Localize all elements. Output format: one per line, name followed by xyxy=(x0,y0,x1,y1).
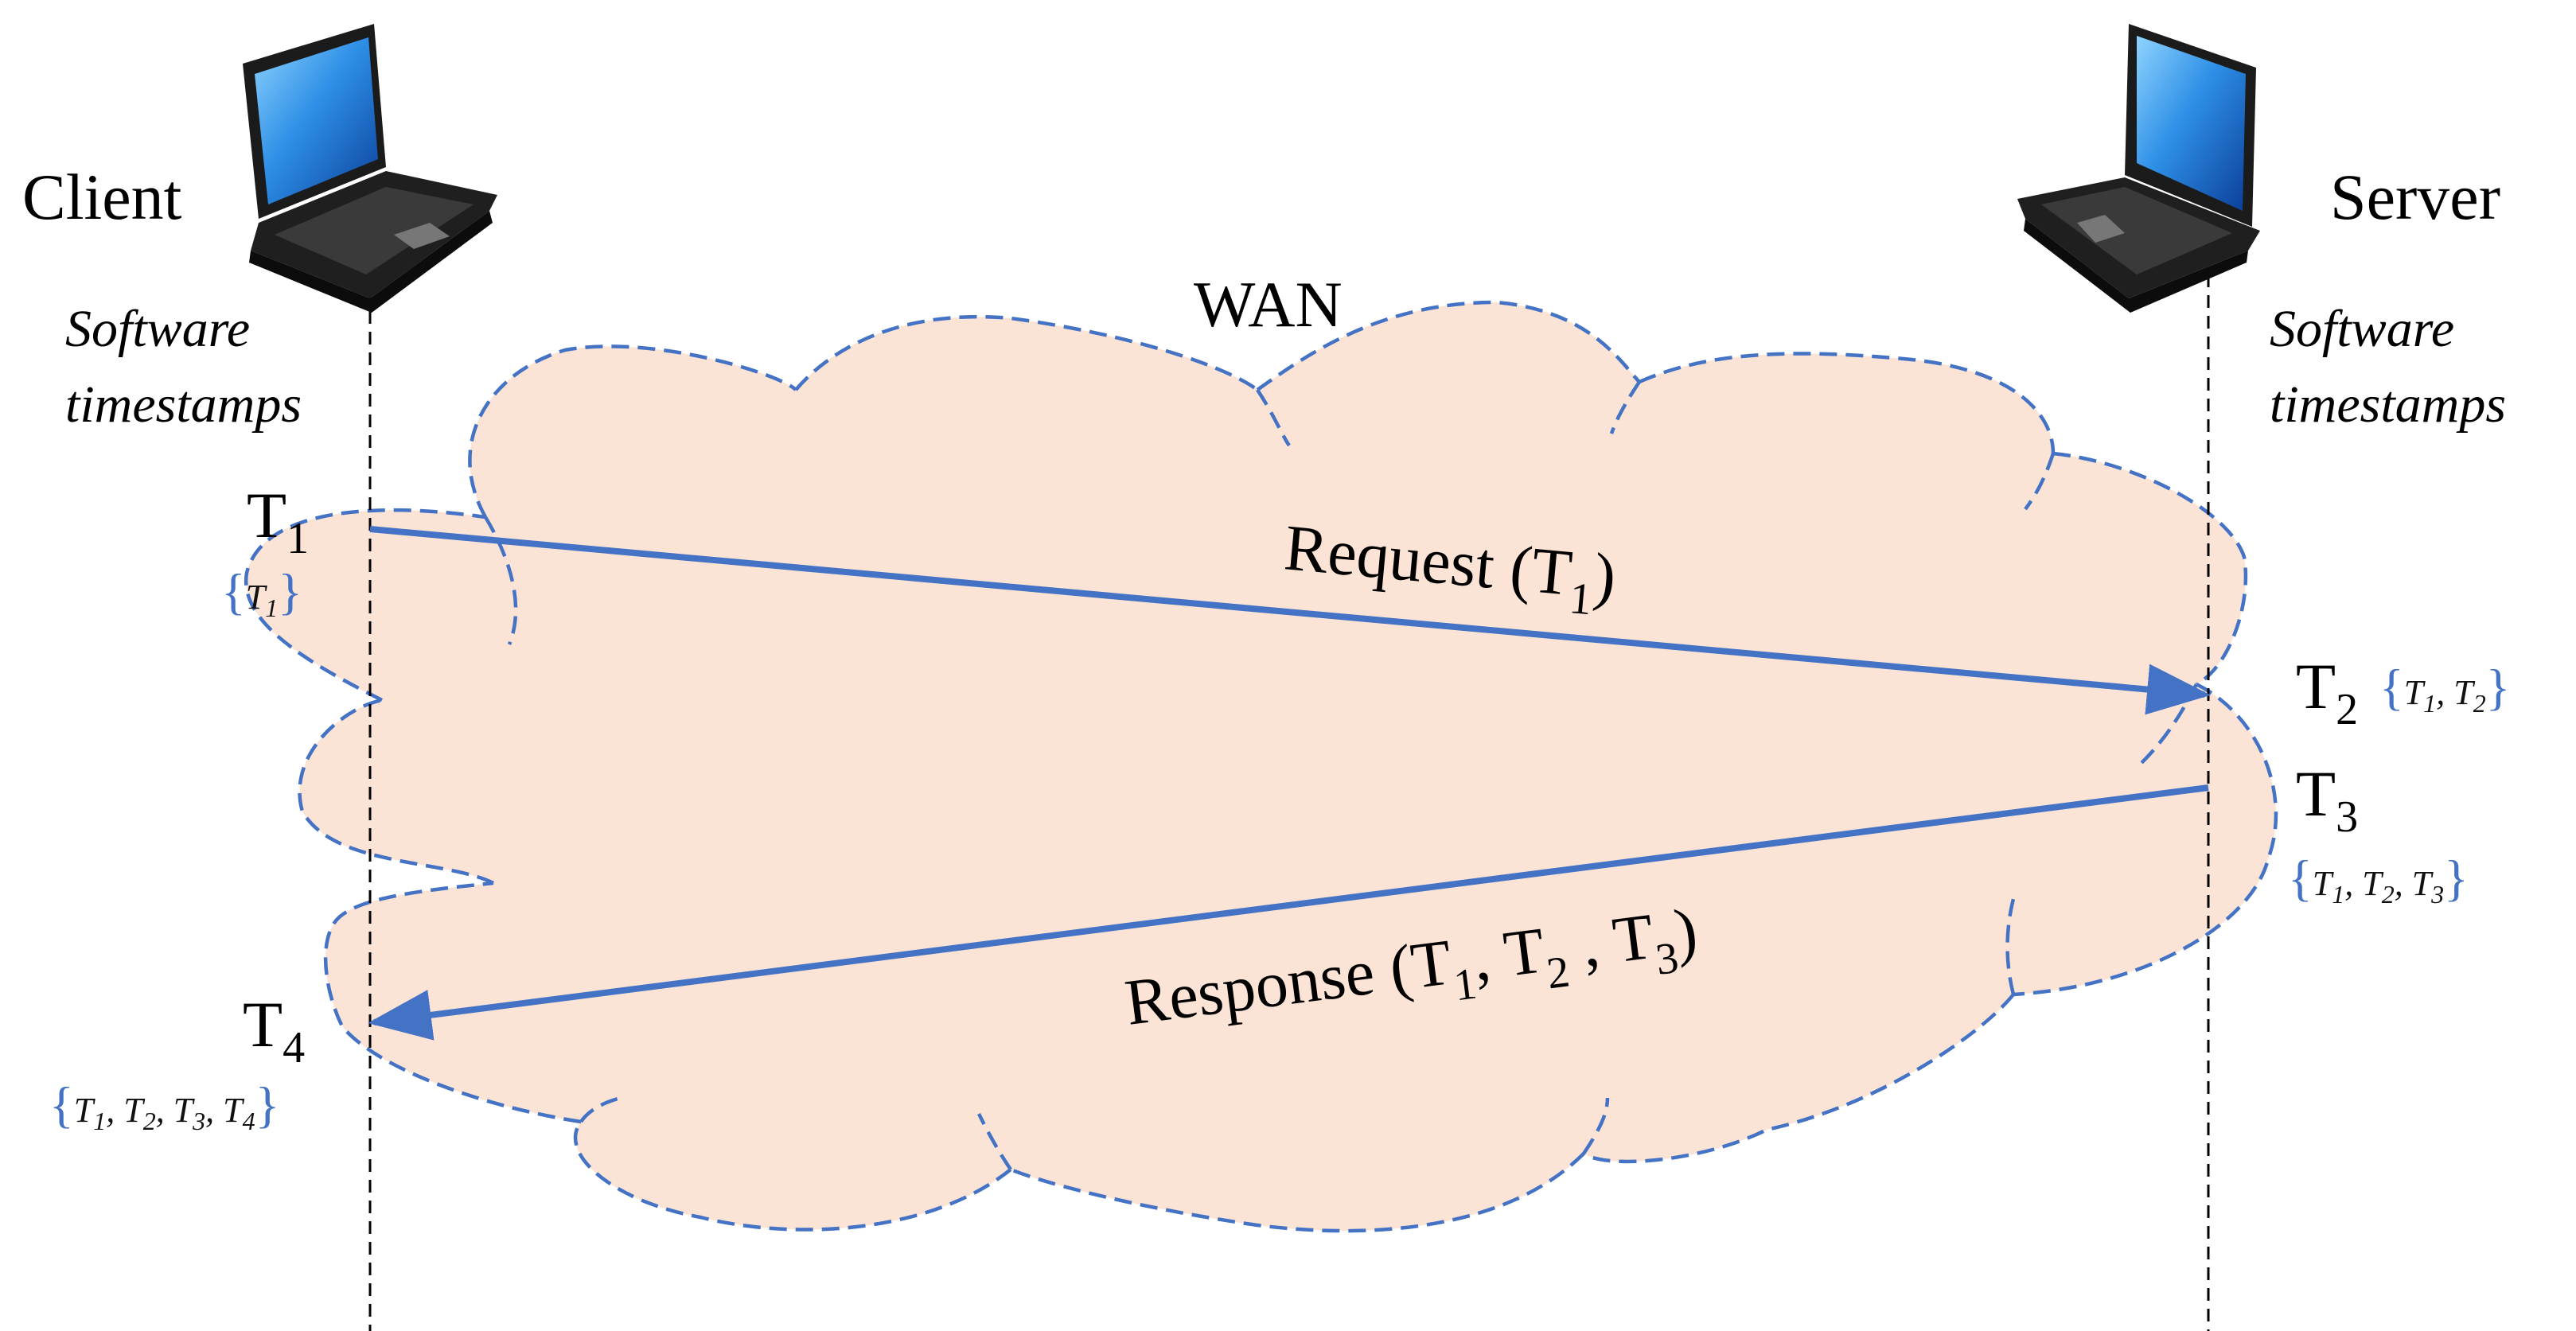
set-item: T xyxy=(2412,864,2434,903)
set-item-sub: 2 xyxy=(143,1107,156,1135)
set-separator: , xyxy=(2436,673,2453,712)
t1-timestamp-set: {T1} xyxy=(221,563,302,622)
brace-close: } xyxy=(255,1076,280,1133)
set-separator: , xyxy=(2395,864,2412,903)
t4-timestamp-set: {T1, T2, T3, T4} xyxy=(49,1076,279,1135)
brace-open: { xyxy=(2288,850,2313,906)
server-timestamps-line1: Software xyxy=(2270,300,2454,358)
set-item: T xyxy=(123,1091,146,1130)
client-timestamps-line2: timestamps xyxy=(65,376,302,434)
t3-label: T3 xyxy=(2296,757,2358,842)
t2-timestamp-set: {T1, T2} xyxy=(2379,659,2510,718)
wan-cloud xyxy=(244,300,2278,1233)
client-label: Client xyxy=(22,161,182,233)
request-arrow xyxy=(369,526,2211,715)
set-item-sub: 2 xyxy=(2473,689,2486,718)
brace-open: { xyxy=(49,1076,74,1133)
server-label: Server xyxy=(2330,161,2500,233)
brace-open: { xyxy=(2379,659,2404,715)
t3-timestamp-set: {T1, T2, T3} xyxy=(2288,850,2469,909)
set-separator: , xyxy=(106,1091,123,1130)
set-item: T xyxy=(246,578,268,617)
t4-label: T4 xyxy=(243,988,305,1072)
set-item: T xyxy=(223,1091,245,1130)
set-item-sub: 2 xyxy=(2382,880,2395,909)
cloud-outline xyxy=(244,300,2278,1233)
brace-open: { xyxy=(221,563,246,620)
cloud-shape xyxy=(246,302,2276,1232)
set-separator: , xyxy=(205,1091,223,1130)
t1-label: T1 xyxy=(247,479,309,563)
set-item-sub: 3 xyxy=(2430,880,2444,909)
server-timestamps-line2: timestamps xyxy=(2270,376,2506,434)
t2-label: T2 xyxy=(2296,650,2358,734)
set-item-sub: 1 xyxy=(265,594,278,622)
response-arrow xyxy=(368,784,2209,1041)
set-item-sub: 4 xyxy=(243,1107,255,1135)
brace-close: } xyxy=(278,563,302,620)
set-item: T xyxy=(2313,864,2335,903)
set-separator: , xyxy=(156,1091,173,1130)
brace-close: } xyxy=(2444,850,2469,906)
set-item: T xyxy=(2453,673,2476,712)
server-laptop-icon xyxy=(2017,24,2260,313)
client-timestamps-line1: Software xyxy=(65,300,250,358)
set-item-sub: 1 xyxy=(2423,689,2436,718)
client-laptop-icon xyxy=(243,24,497,313)
set-item-sub: 1 xyxy=(93,1107,106,1135)
brace-close: } xyxy=(2486,659,2511,715)
set-item-sub: 3 xyxy=(192,1107,205,1135)
set-item: T xyxy=(2362,864,2384,903)
set-item-sub: 1 xyxy=(2332,880,2344,909)
set-item: T xyxy=(74,1091,96,1130)
set-item: T xyxy=(2404,673,2426,712)
wan-label: WAN xyxy=(1194,268,1343,341)
set-item: T xyxy=(173,1091,196,1130)
set-separator: , xyxy=(2344,864,2362,903)
